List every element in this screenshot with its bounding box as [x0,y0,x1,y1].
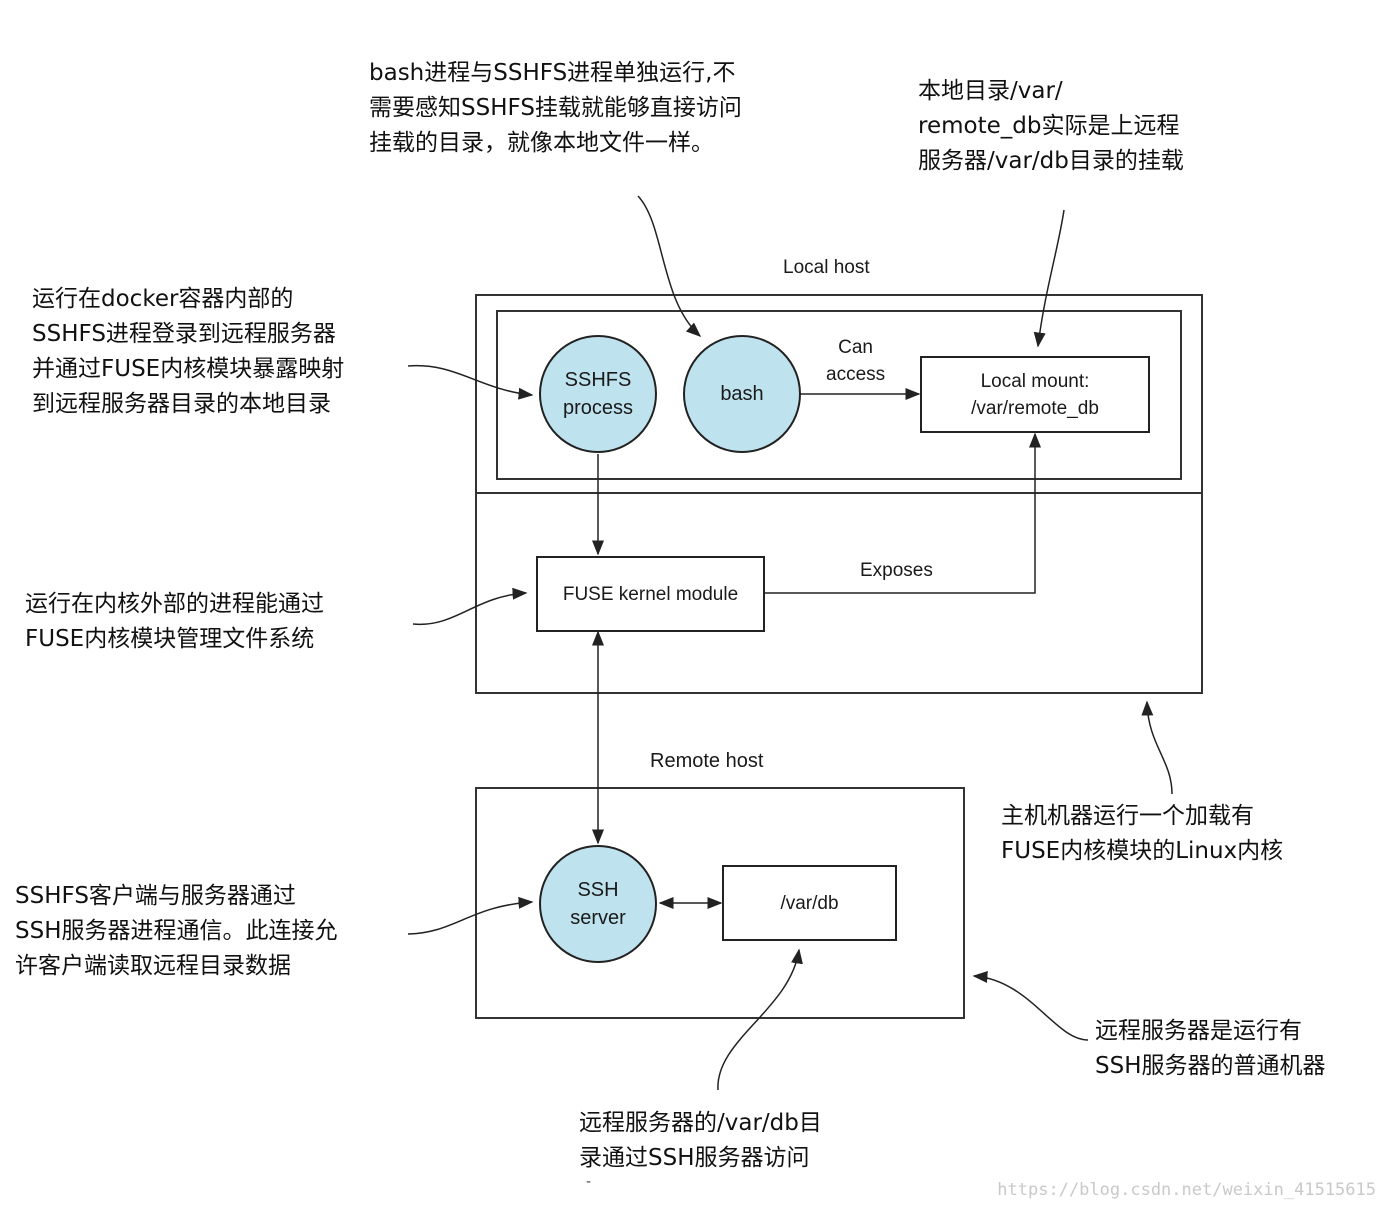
local-mount-box: Local mount: /var/remote_db [920,356,1150,433]
vardb-note-pointer [717,948,803,1091]
can-access-label: Can access [826,337,886,385]
sshfs-annotation: 运行在docker容器内部的 SSHFS进程登录到远程服务器 并通过FUSE内核… [32,286,345,417]
fuse-annotation: 运行在内核外部的进程能通过 FUSE内核模块管理文件系统 [25,591,324,652]
remote-annotation: 远程服务器是运行有 SSH服务器的普通机器 [1095,1018,1326,1079]
fuse-kernel-module-box: FUSE kernel module [536,556,765,632]
bash-node: bash [683,335,801,453]
remote-note-pointer [972,970,1089,1041]
mount-note-pointer [1033,209,1065,348]
sshfs-process-node: SSHFS process [539,335,657,453]
mount-annotation: 本地目录/var/ remote_db实际是上远程 服务器/var/db目录的挂… [918,78,1184,174]
host-annotation: 主机机器运行一个加载有 FUSE内核模块的Linux内核 [1001,803,1284,864]
exposes-label: Exposes [860,560,933,581]
remote-host-label: Remote host [650,750,764,772]
kernel-divider [475,492,1203,494]
ssh-annotation: SSHFS客户端与服务器通过 SSH服务器进程通信。此连接允 许客户端读取远程目… [15,883,338,979]
stray-mark: - [586,1174,592,1190]
sshfs-note-pointer [407,364,534,400]
local-host-label: Local host [783,257,870,278]
fuse-exposes-arrow [765,432,1041,594]
var-db-box: /var/db [722,865,897,941]
vardb-annotation: 远程服务器的/var/db目 录通过SSH服务器访问 [579,1110,822,1171]
local-host-box [475,294,1203,694]
remote-host-box [475,787,965,1019]
fuse-note-pointer [412,587,528,626]
bash-note-pointer [637,195,702,338]
ssh-note-pointer [407,896,534,935]
container-box [496,310,1182,480]
ssh-server-node: SSH server [539,845,657,963]
watermark: https://blog.csdn.net/weixin_41515615 [997,1180,1376,1200]
bash-annotation: bash进程与SSHFS进程单独运行,不 需要感知SSHFS挂载就能够直接访问 … [369,60,742,156]
host-note-pointer [1141,700,1173,795]
